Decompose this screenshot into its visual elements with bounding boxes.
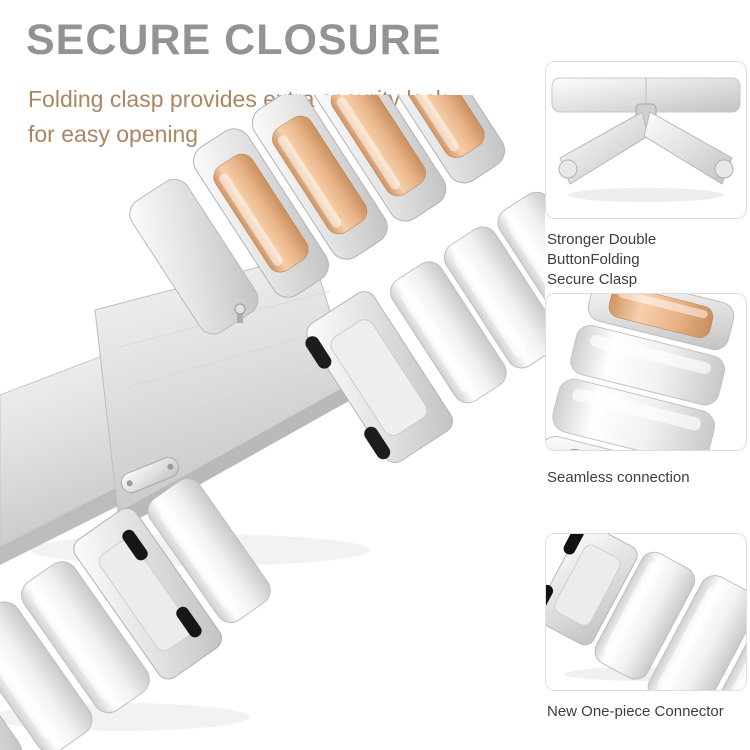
feature-caption-line: Secure Clasp [547, 271, 638, 288]
spring-bar-end [122, 529, 148, 561]
band-top-links [129, 14, 506, 335]
feature-thumb-connector [545, 533, 747, 691]
feature-caption-connector: New One-piece Connector [547, 702, 747, 722]
feature-caption-line: Seamless connection [547, 469, 690, 486]
feature-caption-line: Stronger Double ButtonFolding [547, 231, 657, 268]
spring-bar-end [305, 336, 332, 369]
spring-bar-end [546, 584, 554, 613]
connector-illustration [546, 534, 746, 690]
feature-thumb-connection [545, 293, 747, 451]
feature-caption-connection: Seamless connection [547, 468, 747, 488]
feature-caption-clasp: Stronger Double ButtonFolding Secure Cla… [547, 230, 747, 290]
main-product-photo [0, 14, 615, 750]
spring-bar-end [176, 606, 202, 638]
folding-clasp-illustration [551, 77, 741, 202]
band-bottom-segment [0, 478, 271, 750]
clasp-button-knob [234, 303, 246, 323]
band-links-illustration [546, 294, 735, 450]
clasp-button [558, 159, 578, 179]
watch-band-illustration [0, 14, 615, 750]
page-title: SECURE CLOSURE [26, 16, 442, 64]
spring-bar-end [364, 426, 391, 460]
feature-thumb-clasp [545, 61, 747, 219]
clasp-hinge [120, 457, 180, 493]
spring-bar-end [563, 534, 585, 555]
one-piece-connector [73, 507, 222, 680]
subtitle-line-2: for easy opening [28, 121, 199, 147]
clasp-button [714, 159, 734, 179]
feature-caption-line: New One-piece Connector [547, 703, 724, 720]
